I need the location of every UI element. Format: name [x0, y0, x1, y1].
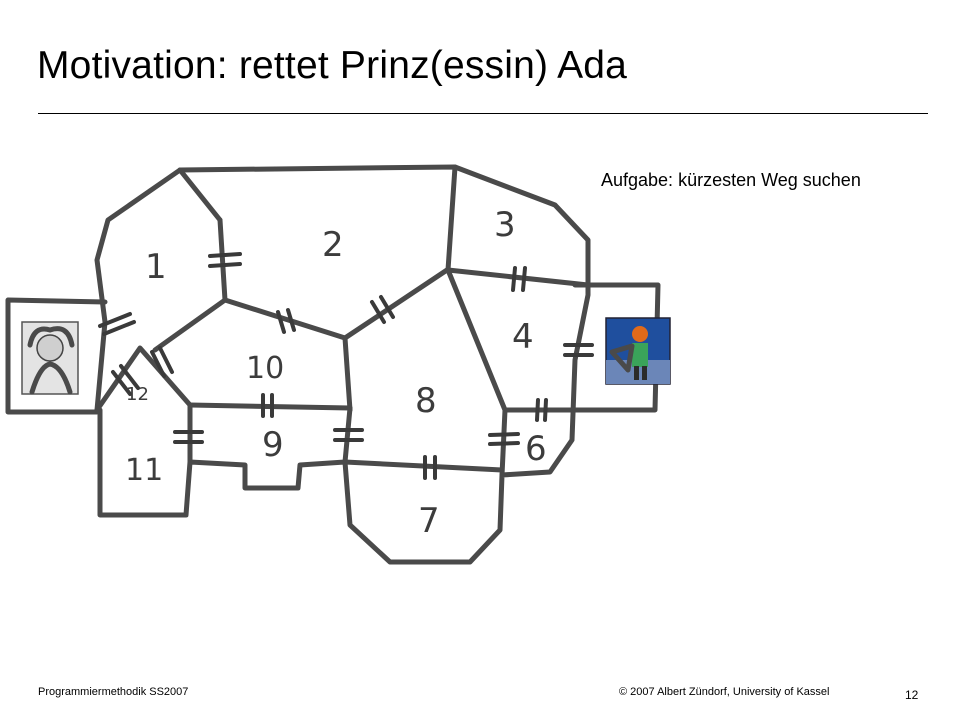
- princess-portrait-image: [21, 321, 79, 395]
- room-label-4: 4: [512, 317, 534, 357]
- slide-title: Motivation: rettet Prinz(essin) Ada: [37, 44, 628, 87]
- footer-copyright: © 2007 Albert Zündorf, University of Kas…: [619, 686, 830, 698]
- room-label-1: 1: [145, 247, 167, 287]
- room-label-11: 11: [125, 453, 163, 488]
- room-label-6: 6: [525, 429, 547, 469]
- room-label-2: 2: [322, 225, 344, 265]
- room-label-10: 10: [246, 351, 284, 386]
- room-label-9: 9: [262, 425, 284, 465]
- page-number: 12: [905, 688, 919, 702]
- knight-figure-image: [605, 317, 671, 385]
- walls: [5, 164, 661, 565]
- footer-course: Programmiermethodik SS2007: [38, 686, 189, 698]
- room-label-3: 3: [494, 205, 516, 245]
- room-label-7: 7: [418, 501, 440, 541]
- task-text: Aufgabe: kürzesten Weg suchen: [601, 170, 861, 190]
- castle-floor-plan: 1 2 3 4 6 7 8 9 10 11 12: [5, 164, 671, 565]
- title-rule: [38, 113, 928, 114]
- doors: [98, 252, 594, 480]
- room-label-12: 12: [126, 384, 149, 405]
- room-label-8: 8: [415, 381, 437, 421]
